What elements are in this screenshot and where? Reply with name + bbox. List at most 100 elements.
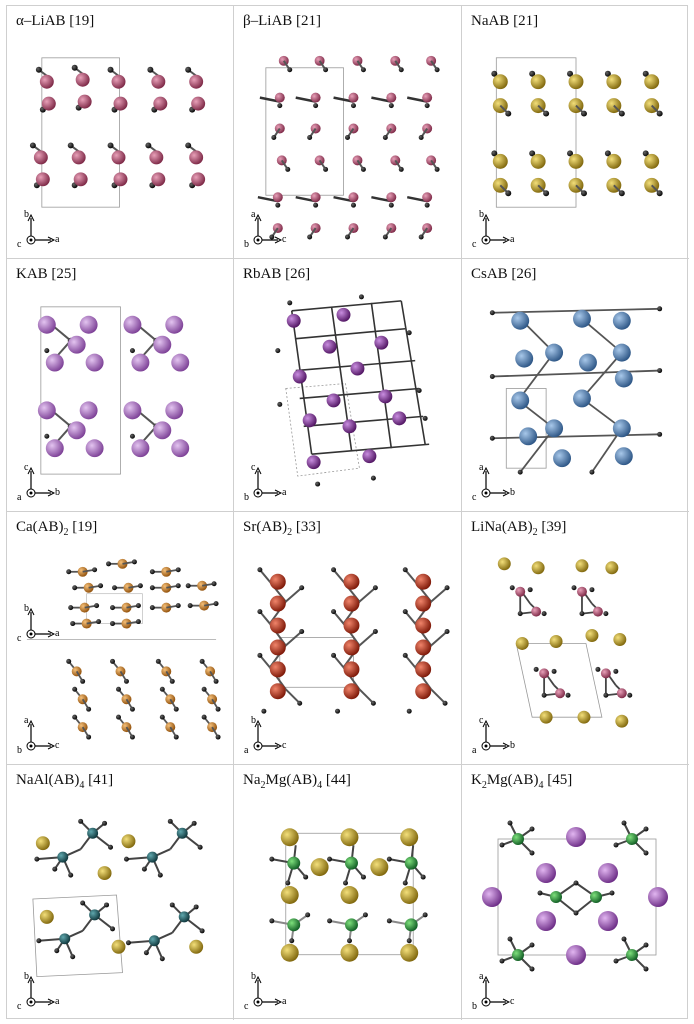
axis-indicator: c a b — [242, 463, 290, 503]
axis-right-label: b — [510, 740, 515, 751]
axis-up-label: a — [479, 462, 484, 473]
axis-right-label: a — [510, 234, 515, 245]
label-main: Mg(AB) — [265, 772, 318, 788]
crystal-structure — [26, 557, 222, 741]
crystal-structure — [497, 557, 634, 728]
crystal-structure — [32, 817, 206, 978]
axis-out-label: a — [472, 745, 477, 756]
panel-rbab: RbAB [26] c a — [234, 259, 462, 512]
axis-indicator: b a c — [242, 972, 290, 1012]
crystal-structure — [256, 54, 441, 241]
axis-up-label: a — [479, 971, 484, 982]
axis-up-label: b — [24, 209, 29, 220]
axis-right-label: c — [282, 740, 287, 751]
label-ref: [44] — [322, 772, 351, 788]
axis-up-label: c — [251, 462, 256, 473]
crystal-structure — [269, 828, 429, 962]
axis-right-label: b — [55, 487, 60, 498]
axis-indicator: b a c — [470, 210, 518, 250]
crystal-structure — [490, 57, 664, 208]
panel-naab: NaAB [21] b a — [462, 6, 689, 259]
label-pre: K — [471, 772, 482, 788]
axis-right-label: a — [282, 487, 287, 498]
axis-right-label: c — [510, 996, 515, 1007]
panel-label: Sr(AB)2 [33] — [243, 519, 321, 538]
axis-out-label: c — [17, 633, 22, 644]
crystal-structure — [489, 306, 663, 475]
panel-k2mg-ab4: K2Mg(AB)4 [45] — [462, 765, 689, 1020]
label-ref: [41] — [84, 772, 114, 788]
axis-indicator: b a c — [15, 210, 63, 250]
axis-out-label: b — [244, 492, 249, 503]
axis-right-label: a — [282, 996, 287, 1007]
panel-beta-liab: β–LiAB [21] — [234, 6, 462, 259]
axis-right-label: a — [55, 628, 60, 639]
label-pre-subscript: 2 — [481, 780, 487, 791]
axis-up-label: b — [24, 603, 29, 614]
axis-up-label: b — [479, 209, 484, 220]
panel-label: LiNa(AB)2 [39] — [471, 519, 566, 538]
label-subscript: 4 — [317, 780, 323, 791]
label-subscript: 2 — [63, 527, 69, 538]
axis-out-label: c — [472, 492, 477, 503]
axis-right-label: c — [55, 740, 60, 751]
panel-alpha-liab: α–LiAB [19] — [7, 6, 234, 259]
axis-out-label: a — [17, 492, 22, 503]
panel-label: Na2Mg(AB)4 [44] — [243, 772, 351, 791]
label-main: NaAl(AB) — [16, 772, 80, 788]
label-subscript: 4 — [79, 780, 85, 791]
crystal-structure — [275, 294, 430, 487]
panel-na2mg-ab4: Na2Mg(AB)4 [44] — [234, 765, 462, 1020]
axis-up-label: b — [24, 971, 29, 982]
crystal-structure — [36, 306, 191, 475]
panel-label: α–LiAB [19] — [16, 13, 95, 29]
label-ref: [39] — [537, 519, 567, 535]
panel-ca-ab2: Ca(AB)2 [19] — [7, 512, 234, 765]
panel-label: Ca(AB)2 [19] — [16, 519, 97, 538]
axis-right-label: b — [510, 487, 515, 498]
axis-indicator: a c b — [242, 210, 290, 250]
label-subscript: 4 — [538, 780, 544, 791]
axis-right-label: a — [55, 234, 60, 245]
panel-naal-ab4: NaAl(AB)4 [41] b a — [7, 765, 234, 1020]
label-main: Ca(AB) — [16, 519, 64, 535]
axis-indicator: c b a — [470, 716, 518, 756]
axis-out-label: c — [472, 239, 477, 250]
axis-up-label: a — [251, 209, 256, 220]
axis-out-label: c — [17, 239, 22, 250]
panel-label: K2Mg(AB)4 [45] — [471, 772, 572, 791]
crystal-structure — [28, 57, 207, 208]
label-subscript: 2 — [287, 527, 293, 538]
label-ref: [45] — [543, 772, 573, 788]
label-ref: [19] — [68, 519, 98, 535]
axis-indicator-bottom: a c b — [15, 716, 63, 756]
label-main: LiNa(AB) — [471, 519, 533, 535]
axis-indicator: a b c — [470, 463, 518, 503]
label-main: Sr(AB) — [243, 519, 288, 535]
axis-up-label: c — [24, 462, 29, 473]
axis-out-label: b — [244, 239, 249, 250]
axis-up-label: b — [251, 971, 256, 982]
axis-out-label: b — [17, 745, 22, 756]
axis-out-label: b — [472, 1001, 477, 1012]
axis-out-label: a — [244, 745, 249, 756]
axis-indicator: c b a — [15, 463, 63, 503]
axis-out-label: c — [244, 1001, 249, 1012]
label-pre-subscript: 2 — [260, 780, 266, 791]
panel-csab: CsAB [26] — [462, 259, 689, 512]
label-subscript: 2 — [532, 527, 538, 538]
axis-up-label: b — [251, 715, 256, 726]
axis-indicator: b c a — [242, 716, 290, 756]
crystal-structure — [482, 819, 668, 973]
axis-indicator-top: b a c — [15, 604, 63, 644]
panel-label: CsAB [26] — [471, 266, 537, 282]
axis-out-label: c — [17, 1001, 22, 1012]
label-pre: Na — [243, 772, 261, 788]
axis-up-label: c — [479, 715, 484, 726]
axis-right-label: a — [55, 996, 60, 1007]
axis-up-label: a — [24, 715, 29, 726]
label-main: Mg(AB) — [486, 772, 539, 788]
panel-label: RbAB [26] — [243, 266, 311, 282]
crystal-structure — [257, 566, 451, 715]
panel-label: KAB [25] — [16, 266, 77, 282]
